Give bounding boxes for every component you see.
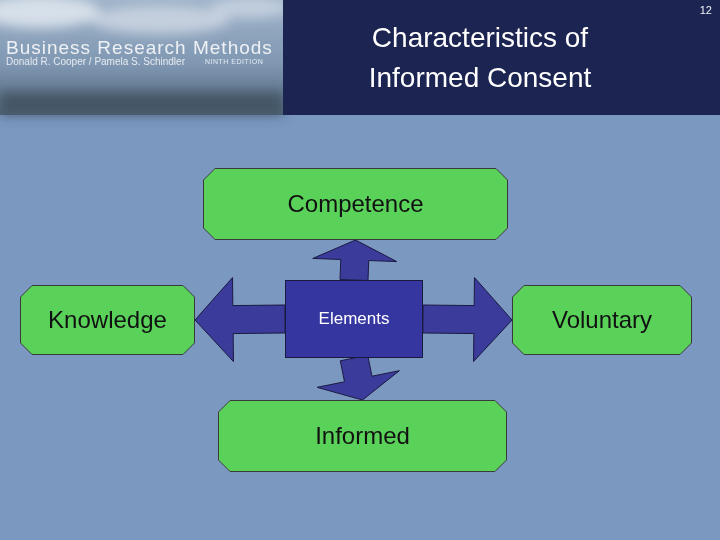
header-label: Donald R. Cooper / Pamela S. Schindler <box>6 56 185 67</box>
characteristic-octagon: Informed <box>218 400 507 472</box>
octagon-shape <box>219 401 507 472</box>
node-text: Informed <box>315 422 410 450</box>
node-text: Competence <box>287 190 423 218</box>
slide-title: Characteristics of Informed Consent <box>330 18 630 98</box>
characteristic-octagon: Knowledge <box>20 285 195 355</box>
header-label: NINTH EDITION <box>205 58 263 65</box>
cloud <box>90 6 230 34</box>
node-text: Knowledge <box>48 306 167 334</box>
header-band <box>283 0 720 115</box>
box-shape <box>286 281 423 358</box>
characteristic-octagon: Voluntary <box>512 285 692 355</box>
page-number: 12 <box>640 4 712 16</box>
clouds <box>0 0 290 115</box>
four-way-arrow-arm <box>195 278 285 362</box>
node-text: Voluntary <box>552 306 652 334</box>
octagon-shape <box>21 286 195 355</box>
characteristic-octagon: Competence <box>203 168 508 240</box>
cloud <box>0 0 100 28</box>
cloud <box>210 0 290 18</box>
four-way-arrow-arm <box>317 355 399 400</box>
octagon-shape <box>204 169 508 240</box>
treeline <box>0 92 283 115</box>
center-box: Elements <box>285 280 423 358</box>
node-text: Elements <box>319 309 390 329</box>
header-label: Business Research Methods <box>6 37 273 59</box>
four-way-arrow-arm <box>313 240 397 281</box>
octagon-shape <box>513 286 692 355</box>
four-way-arrow-arm <box>423 278 512 362</box>
